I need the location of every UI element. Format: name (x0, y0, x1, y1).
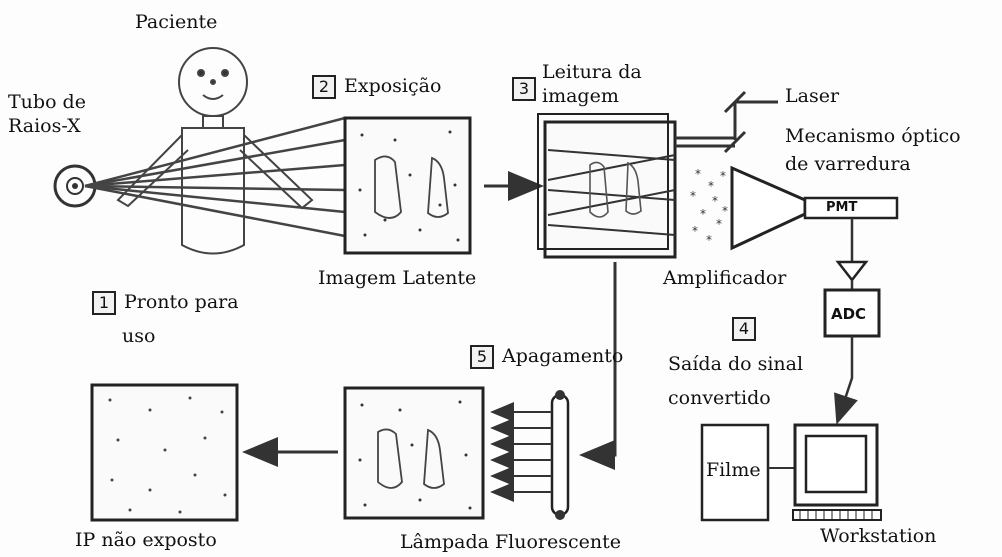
reading-plate (537, 113, 677, 259)
svg-text:*: * (695, 167, 701, 181)
svg-text:*: * (716, 217, 722, 231)
svg-text:*: * (722, 204, 728, 218)
label-adc: ADC (831, 305, 867, 323)
arrow-to-workstation (834, 336, 858, 425)
svg-text:*: * (720, 169, 726, 183)
step-3-badge: 3 (512, 77, 536, 101)
svg-text:*: * (708, 179, 714, 193)
label-output-line2: convertido (668, 387, 771, 409)
svg-text:*: * (706, 233, 712, 247)
svg-text:*: * (690, 189, 696, 203)
step-4-badge-wrap: 4 (732, 316, 764, 341)
label-ip-unexposed: IP não exposto (75, 529, 217, 551)
label-lamp: Lâmpada Fluorescente (400, 531, 621, 553)
svg-text:*: * (692, 224, 698, 238)
label-laser: Laser (785, 85, 840, 107)
step-2-badge: 2 (312, 75, 336, 99)
emitted-light-particles: *** *** *** * (690, 167, 728, 247)
svg-text:*: * (700, 207, 706, 221)
label-erase-text: Apagamento (502, 345, 624, 367)
label-exposure-text: Exposição (344, 75, 442, 97)
label-scan-line1: Mecanismo óptico (785, 125, 961, 147)
label-reading-line2: imagem (542, 85, 619, 107)
label-ready-line2: uso (122, 325, 156, 347)
label-erase: 5 Apagamento (470, 344, 623, 369)
label-tube-line1: Tubo de (8, 91, 86, 113)
erasing-plate (343, 386, 485, 520)
svg-text:*: * (712, 194, 718, 208)
label-ready-line1: Pronto para (124, 291, 239, 313)
film-box (700, 423, 770, 522)
label-film: Filme (706, 459, 761, 481)
fluorescent-lamp (490, 390, 570, 520)
label-pmt: PMT (826, 200, 858, 215)
label-tube-line2: Raios-X (8, 115, 81, 137)
arrow-to-erase (579, 262, 617, 470)
label-output-line1: Saída do sinal (668, 353, 804, 375)
unexposed-ip-plate (90, 383, 239, 522)
label-reading-line1: Leitura da (542, 61, 642, 83)
laser-mirror-system (675, 90, 778, 154)
label-exposure: 2 Exposição (312, 74, 441, 99)
patient-figure (116, 47, 314, 255)
workstation-icon (792, 423, 882, 521)
label-ready: 1 Pronto para (92, 290, 239, 315)
label-patient: Paciente (135, 11, 218, 33)
step-3-badge-wrap: 3 (512, 76, 544, 101)
step-4-badge: 4 (732, 317, 756, 341)
label-workstation: Workstation (820, 525, 937, 547)
label-scan-line2: de varredura (785, 153, 911, 175)
amplifier-symbol (835, 260, 869, 283)
light-collector (730, 165, 807, 251)
step-5-badge: 5 (470, 345, 494, 369)
label-latent: Imagem Latente (318, 267, 477, 289)
latent-image-plate (343, 116, 472, 255)
label-amplifier: Amplificador (663, 267, 787, 289)
step-1-badge: 1 (92, 291, 116, 315)
xray-beams (84, 116, 346, 238)
